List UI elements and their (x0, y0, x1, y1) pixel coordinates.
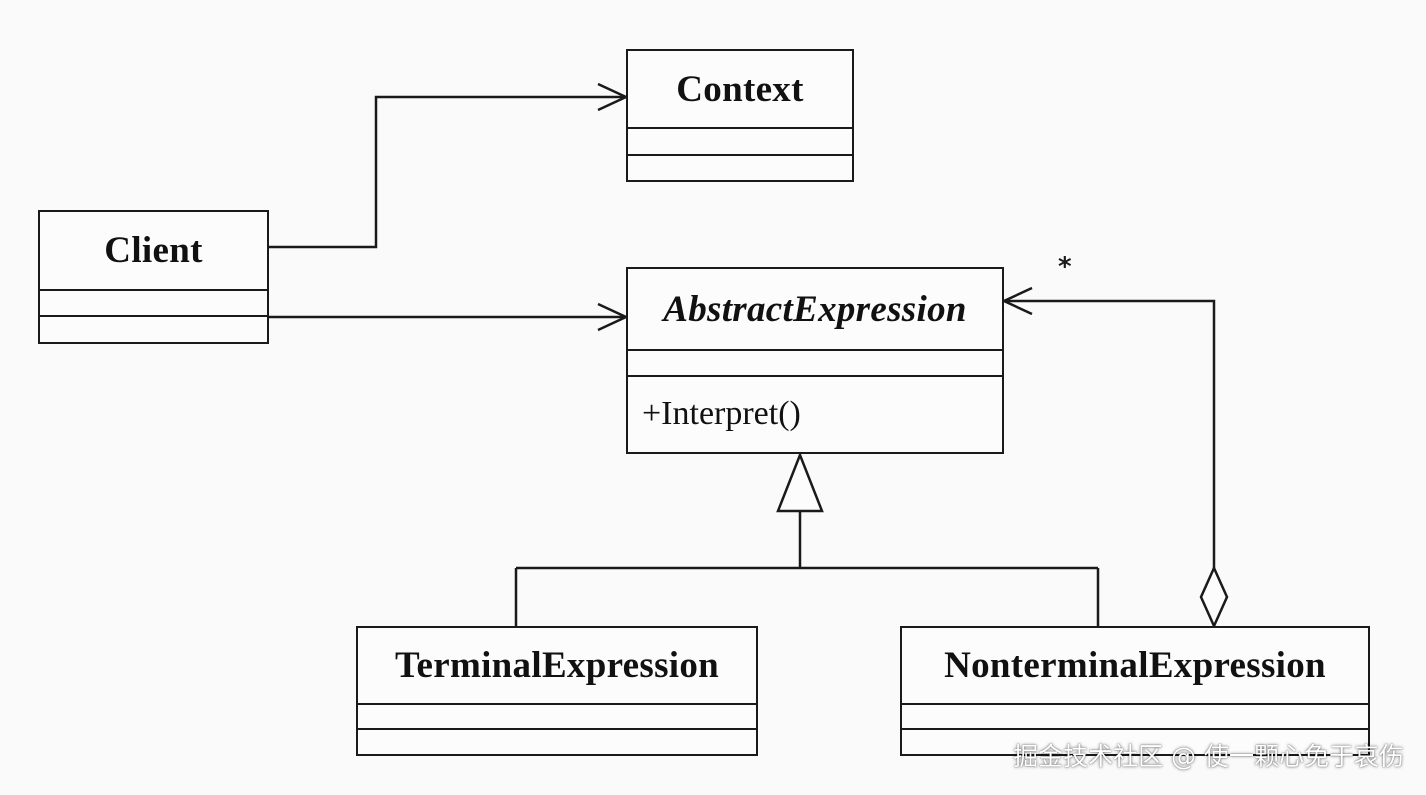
attributes-compartment (628, 127, 852, 154)
class-name: TerminalExpression (394, 645, 720, 686)
class-client: Client (38, 210, 269, 344)
operations-compartment (902, 728, 1368, 753)
operations-compartment (358, 728, 756, 753)
watermark-text: 掘金技术社区 @ 使一颗心免于哀伤 (1013, 742, 1404, 771)
attributes-compartment (628, 349, 1002, 375)
class-abstract-expression: AbstractExpression +Interpret() (626, 267, 1004, 454)
attributes-compartment (358, 703, 756, 728)
multiplicity-label: * (1058, 252, 1072, 282)
aggregation-diamond (1199, 564, 1229, 630)
operations-compartment: +Interpret() (628, 375, 1002, 451)
class-context: Context (626, 49, 854, 182)
generalization-triangle (776, 451, 824, 513)
class-name: Client (104, 230, 203, 271)
class-name: Context (676, 68, 804, 110)
class-name: AbstractExpression (663, 288, 967, 330)
class-nonterminal-expression: NonterminalExpression (900, 626, 1370, 756)
attributes-compartment (40, 289, 267, 315)
arrowhead-abstract-expression-right (1001, 286, 1033, 316)
class-name: NonterminalExpression (944, 645, 1326, 686)
operation-interpret: +Interpret() (642, 395, 801, 432)
class-terminal-expression: TerminalExpression (356, 626, 758, 756)
attributes-compartment (902, 703, 1368, 728)
association-client-context (268, 95, 626, 249)
aggregation-connector (1004, 299, 1216, 568)
operations-compartment (40, 315, 267, 341)
operations-compartment (628, 154, 852, 181)
